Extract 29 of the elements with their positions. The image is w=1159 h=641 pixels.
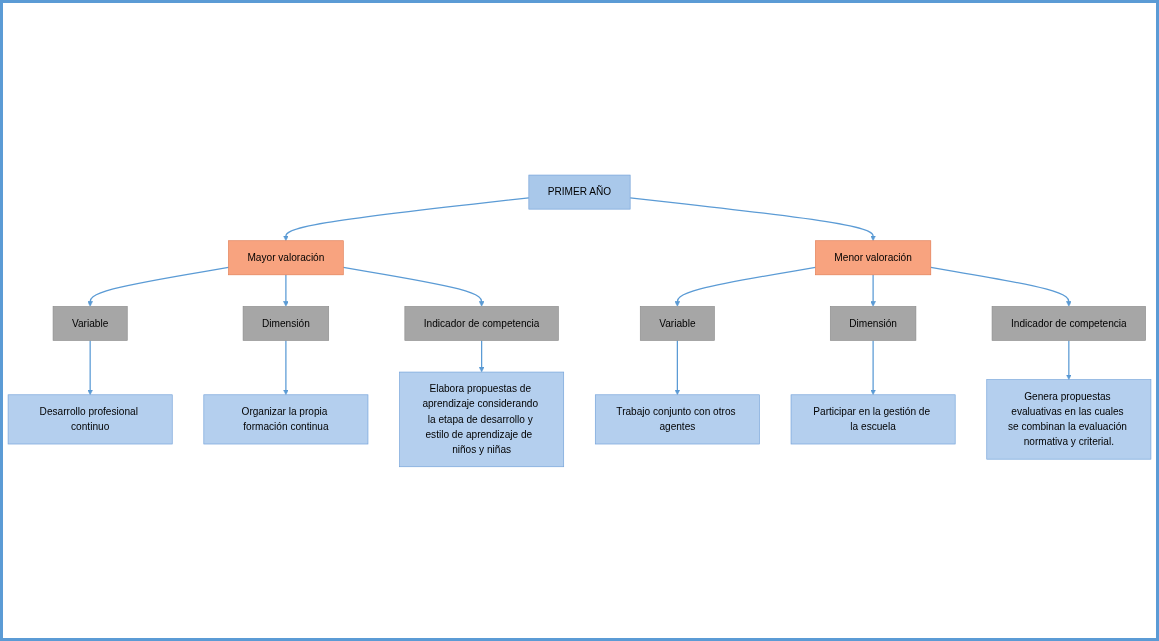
node-box: PRIMER AÑO (528, 174, 631, 210)
node-box: Variable (639, 305, 715, 341)
arrow (87, 339, 93, 395)
arrow (870, 339, 876, 395)
node-box: Indicador de competencia (404, 305, 559, 341)
arrow (478, 339, 485, 372)
node-box: Desarrollo profesional continuo (7, 394, 173, 444)
node-box: Dimensión (830, 305, 917, 341)
node-box: Mayor valoración (228, 240, 344, 275)
arrow (674, 339, 681, 395)
arrow (674, 266, 817, 307)
node-box: Menor valoración (815, 240, 932, 275)
node-box: Genera propuestas evaluativas en las cuales se combinan la evaluación normativa y criterial. (986, 378, 1152, 460)
node-box: Organizar la propia formación continua (203, 394, 369, 444)
node-box: Indicador de competencia (991, 305, 1146, 341)
node-box: Dimensión (242, 305, 329, 341)
arrow (283, 339, 289, 395)
arrow (283, 196, 530, 241)
arrow (283, 273, 289, 307)
arrow (629, 196, 876, 241)
node-box: Participar en la gestión de la escuela (790, 394, 956, 444)
arrow (930, 266, 1072, 307)
node-box: Trabajo conjunto con otros agentes (594, 394, 760, 444)
node-box: Variable (52, 305, 128, 341)
node-box: Elabora propuestas de aprendizaje considerando la etapa de desarrollo y estilo de aprendizaje de niños y niñas (399, 371, 565, 467)
arrow (1066, 339, 1072, 380)
arrow (342, 266, 485, 307)
arrow (870, 273, 876, 307)
arrow (87, 266, 230, 307)
